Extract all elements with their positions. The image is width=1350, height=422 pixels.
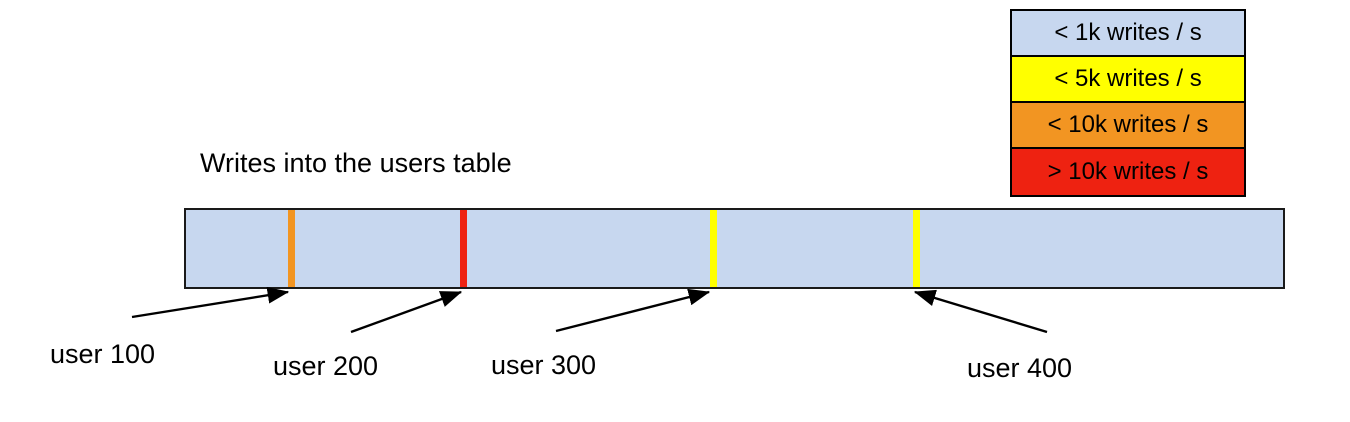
callout-label-user-100: user 100: [50, 339, 156, 369]
callout-arrow-user-400: [913, 289, 1048, 334]
bar-stripe-user-200: [460, 210, 467, 287]
bar-stripe-user-300: [710, 210, 717, 287]
legend-label-under-5k: < 5k writes / s: [1054, 65, 1202, 92]
legend: < 1k writes / s < 5k writes / s < 10k wr…: [1010, 9, 1246, 197]
legend-row-under-1k: < 1k writes / s: [1012, 11, 1244, 57]
callout-label-user-400: user 400: [967, 353, 1073, 383]
callout-label-user-200: user 200: [273, 351, 379, 381]
legend-label-over-10k: > 10k writes / s: [1047, 158, 1209, 185]
callout-arrow-user-300: [555, 288, 711, 333]
callout-label-user-300: user 300: [491, 350, 597, 380]
legend-label-under-1k: < 1k writes / s: [1054, 19, 1202, 46]
callout-arrow-user-100: [131, 286, 290, 319]
bar-stripe-user-400: [913, 210, 920, 287]
chart-title: Writes into the users table: [200, 148, 512, 178]
callout-arrow-user-200: [350, 290, 463, 334]
legend-row-over-10k: > 10k writes / s: [1012, 149, 1244, 195]
bar-stripe-user-100: [288, 210, 295, 287]
legend-row-under-10k: < 10k writes / s: [1012, 103, 1244, 149]
legend-label-under-10k: < 10k writes / s: [1047, 111, 1209, 138]
users-table-bar: [184, 208, 1285, 289]
legend-row-under-5k: < 5k writes / s: [1012, 57, 1244, 103]
